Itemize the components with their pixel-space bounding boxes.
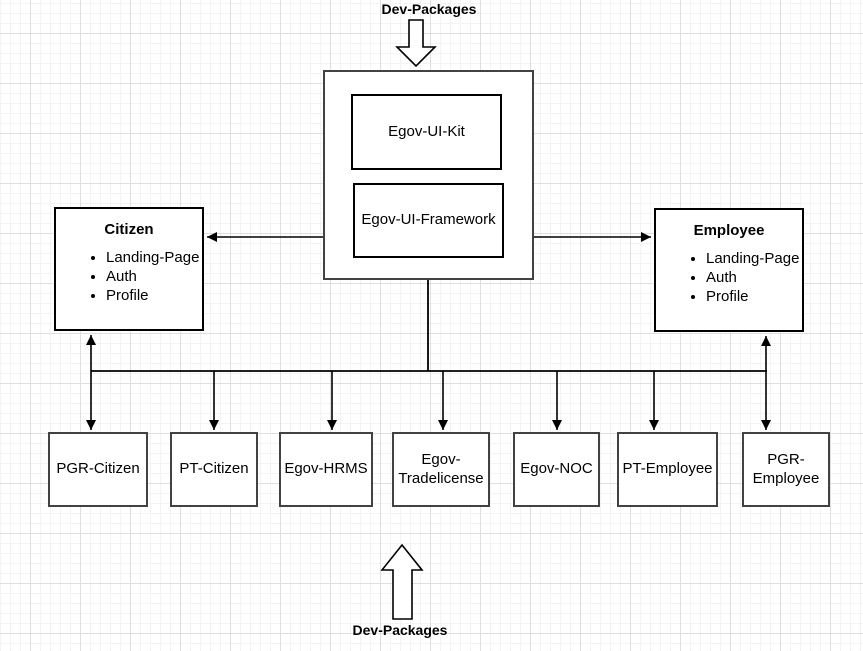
list-item: Auth: [106, 268, 202, 285]
node-egov-tradelicense[interactable]: Egov-Tradelicense: [392, 432, 490, 507]
node-citizen[interactable]: Citizen Landing-Page Auth Profile: [54, 207, 204, 331]
group-title: Employee: [693, 222, 765, 239]
node-egov-ui-kit[interactable]: Egov-UI-Kit: [351, 94, 502, 170]
list-item: Profile: [706, 288, 802, 305]
node-label: Egov-NOC: [520, 460, 593, 478]
node-label: PGR-Employee: [752, 450, 820, 487]
citizen-feature-list: Landing-Page Auth Profile: [56, 249, 202, 304]
node-pt-employee[interactable]: PT-Employee: [617, 432, 718, 507]
list-item: Landing-Page: [106, 249, 202, 266]
node-pgr-employee[interactable]: PGR-Employee: [742, 432, 830, 507]
list-item: Landing-Page: [706, 250, 802, 267]
dev-packages-label-top: Dev-Packages: [381, 1, 477, 17]
node-egov-noc[interactable]: Egov-NOC: [513, 432, 600, 507]
node-label: PGR-Citizen: [56, 460, 140, 478]
node-label: Egov-Tradelicense: [398, 450, 484, 487]
list-item: Auth: [706, 269, 802, 286]
node-label: PT-Citizen: [179, 460, 249, 478]
node-label: Egov-HRMS: [284, 460, 368, 478]
node-egov-hrms[interactable]: Egov-HRMS: [279, 432, 373, 507]
employee-feature-list: Landing-Page Auth Profile: [656, 250, 802, 305]
down-block-arrow-icon[interactable]: [395, 19, 437, 68]
group-title: Citizen: [104, 221, 154, 238]
dev-packages-label-bottom: Dev-Packages: [352, 622, 448, 638]
up-block-arrow-icon[interactable]: [380, 543, 424, 620]
node-label: Egov-UI-Framework: [361, 211, 496, 229]
node-label: Egov-UI-Kit: [388, 122, 465, 140]
node-employee[interactable]: Employee Landing-Page Auth Profile: [654, 208, 804, 332]
node-label: PT-Employee: [622, 460, 713, 478]
list-item: Profile: [106, 287, 202, 304]
node-egov-ui-framework[interactable]: Egov-UI-Framework: [353, 183, 504, 258]
node-pt-citizen[interactable]: PT-Citizen: [170, 432, 258, 507]
node-pgr-citizen[interactable]: PGR-Citizen: [48, 432, 148, 507]
